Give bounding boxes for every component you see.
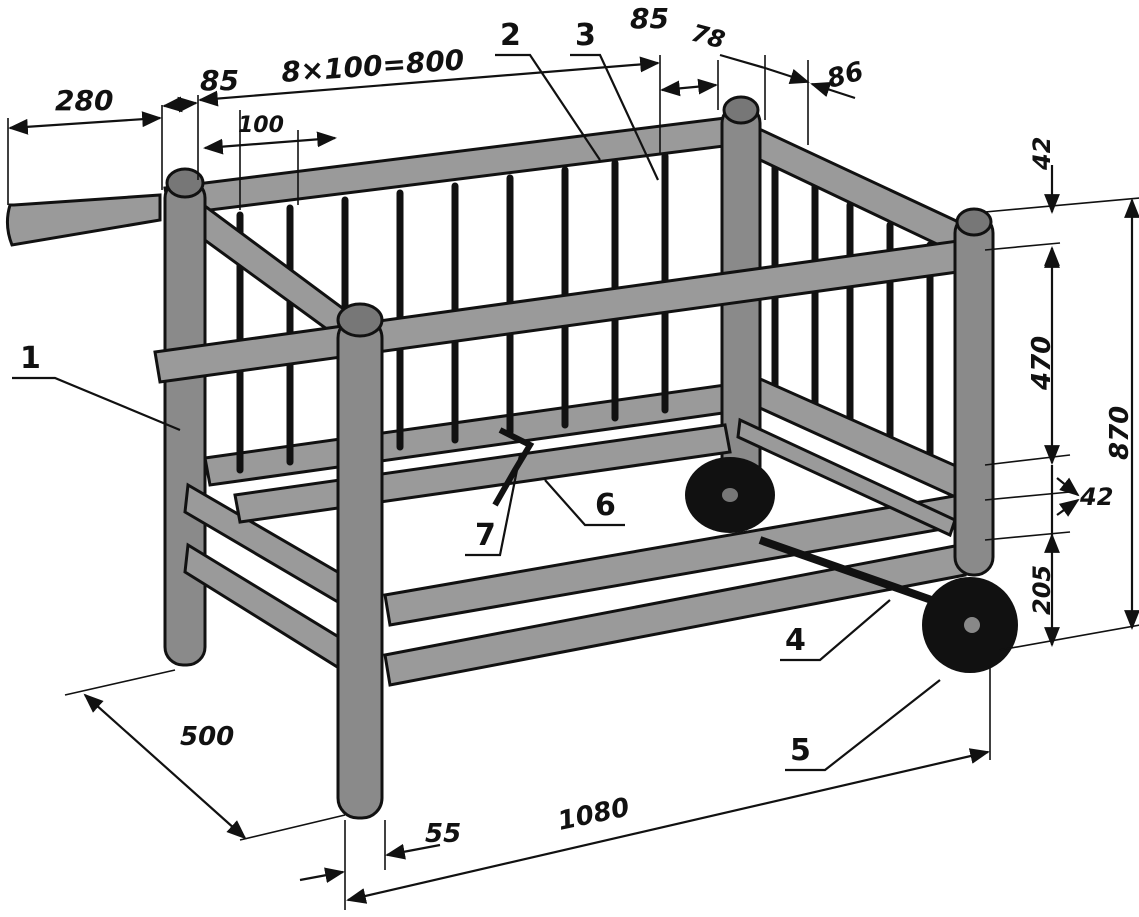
leader-2 bbox=[495, 53, 601, 161]
label-100: 100 bbox=[238, 113, 284, 138]
front-wheel-hub bbox=[964, 617, 980, 633]
leader-4 bbox=[780, 599, 891, 662]
leader-1 bbox=[12, 376, 181, 432]
dim-line-85-left bbox=[162, 96, 198, 113]
label-280: 280 bbox=[55, 84, 113, 117]
leader-7 bbox=[465, 454, 522, 557]
back-left-post bbox=[163, 178, 207, 667]
front-right-post bbox=[953, 213, 995, 577]
dimension-lines bbox=[7, 53, 1139, 910]
label-42-top: 42 bbox=[1028, 137, 1056, 171]
label-85-left: 85 bbox=[200, 64, 239, 97]
dim-line-55 bbox=[299, 867, 345, 884]
front-left-post bbox=[336, 316, 384, 820]
post-cap bbox=[955, 207, 993, 237]
handle-bar bbox=[5, 193, 162, 247]
dim-line-85-right bbox=[660, 78, 718, 97]
label-78: 78 bbox=[688, 19, 728, 55]
base-inner-rail bbox=[736, 417, 957, 538]
callout-4: 4 bbox=[785, 623, 806, 658]
dim-line-100 bbox=[203, 131, 337, 155]
leader-3 bbox=[570, 53, 659, 181]
dim-line-1080 bbox=[346, 748, 990, 904]
base-front-lower-rail bbox=[383, 543, 967, 687]
dim-line-500 bbox=[83, 693, 247, 840]
label-42-lower: 42 bbox=[1079, 483, 1113, 511]
axle bbox=[758, 536, 962, 614]
callout-1: 1 bbox=[20, 341, 41, 376]
label-55: 55 bbox=[425, 819, 461, 849]
callout-2: 2 bbox=[500, 18, 521, 53]
cart-frame bbox=[5, 95, 1018, 820]
post-cap bbox=[336, 302, 384, 338]
label-870: 870 bbox=[1105, 406, 1135, 460]
brake-lever bbox=[492, 427, 535, 507]
dim-line-78 bbox=[719, 53, 766, 70]
callout-6: 6 bbox=[595, 488, 616, 523]
post-cap bbox=[722, 95, 760, 125]
label-86: 86 bbox=[824, 56, 867, 94]
callout-7: 7 bbox=[475, 518, 496, 553]
leader-6 bbox=[544, 479, 625, 527]
part-callouts: 1 2 3 4 5 6 7 bbox=[20, 18, 811, 768]
label-85-right: 85 bbox=[630, 2, 669, 35]
callout-5: 5 bbox=[790, 733, 811, 768]
label-500: 500 bbox=[180, 722, 234, 752]
label-470: 470 bbox=[1027, 336, 1057, 391]
dim-line-280 bbox=[8, 111, 162, 135]
post-cap bbox=[165, 167, 205, 199]
label-8x100: 8×100=800 bbox=[280, 43, 465, 89]
leader-5 bbox=[785, 679, 941, 772]
dim-line-800 bbox=[198, 56, 660, 107]
dim-line-86 bbox=[764, 66, 810, 85]
callout-3: 3 bbox=[575, 18, 596, 53]
label-205: 205 bbox=[1028, 565, 1056, 615]
label-1080: 1080 bbox=[555, 792, 632, 836]
rear-wheel-hub bbox=[722, 488, 738, 502]
